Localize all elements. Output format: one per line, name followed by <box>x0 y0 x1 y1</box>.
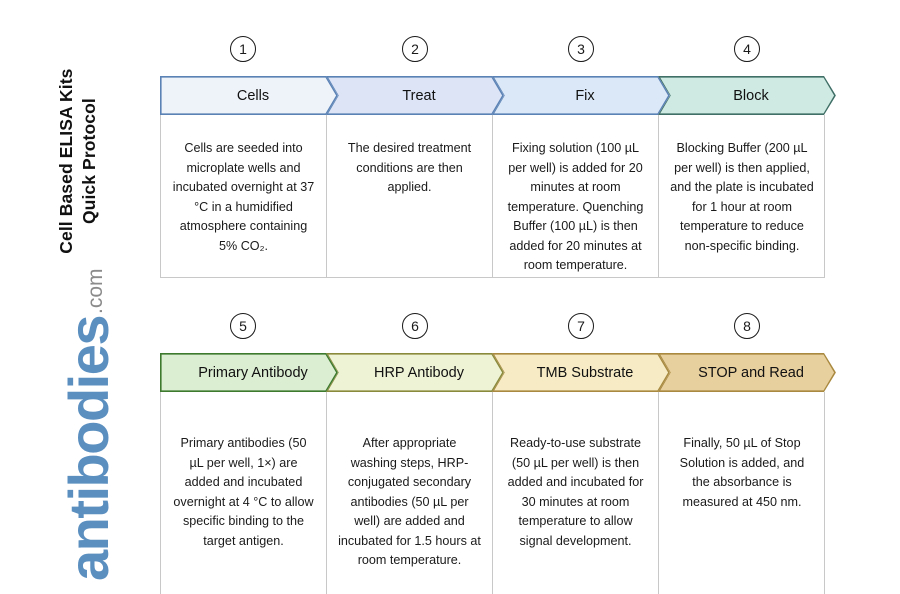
page-title-text: Cell Based ELISA Kits Quick Protocol <box>55 68 99 254</box>
step-body-text: Cells are seeded into microplate wells a… <box>172 141 315 253</box>
step-number-badge: 8 <box>734 313 760 339</box>
step-number-badge: 6 <box>402 313 428 339</box>
step-number-text: 2 <box>411 41 419 57</box>
step-header-1[interactable]: Cells <box>160 76 338 115</box>
brand-logo-suffix: .com <box>84 268 107 314</box>
step-header-5[interactable]: Primary Antibody <box>160 353 338 392</box>
step-number-badge: 7 <box>568 313 594 339</box>
step-body-group-bottom: Primary antibodies (50 µL per well, 1×) … <box>160 392 825 594</box>
step-header-label: TMB Substrate <box>536 364 634 381</box>
brand-logo-word: antibodies <box>57 315 121 581</box>
step-body-text: The desired treatment conditions are the… <box>347 141 472 195</box>
step-header-label: Treat <box>402 87 436 104</box>
step-body-text: Finally, 50 µL of Stop Solution is added… <box>679 436 805 509</box>
step-number-text: 1 <box>239 41 247 57</box>
step-number-text: 7 <box>577 318 585 334</box>
step-number-badge: 4 <box>734 36 760 62</box>
step-body-2: The desired treatment conditions are the… <box>327 115 493 277</box>
step-body-4: Blocking Buffer (200 µL per well) is the… <box>659 115 825 277</box>
protocol-row-bottom: 5 6 7 8 Primary Antibody HRP Antibody TMB Sub… <box>160 313 850 594</box>
protocol-row-top: 1 2 3 4 Cells Treat Fix Block Cells are seeded… <box>160 36 850 278</box>
step-number-text: 8 <box>743 318 751 334</box>
step-header-4[interactable]: Block <box>658 76 836 115</box>
step-header-label: Primary Antibody <box>198 364 308 381</box>
step-body-group-top: Cells are seeded into microplate wells a… <box>160 115 825 278</box>
step-header-label: Block <box>733 87 769 104</box>
step-header-label: Fix <box>575 87 595 104</box>
step-number-text: 4 <box>743 41 751 57</box>
step-number-group-bottom: 5 6 7 8 <box>160 313 825 353</box>
step-body-text: Ready-to-use substrate (50 µL per well) … <box>507 436 644 548</box>
brand-logo: antibodies .com <box>51 268 121 581</box>
step-header-6[interactable]: HRP Antibody <box>326 353 504 392</box>
step-number-text: 3 <box>577 41 585 57</box>
step-header-label: STOP and Read <box>698 364 804 381</box>
step-header-label: HRP Antibody <box>373 364 464 381</box>
step-number-text: 6 <box>411 318 419 334</box>
step-body-7: Ready-to-use substrate (50 µL per well) … <box>493 392 659 594</box>
step-header-group-top: Cells Treat Fix Block <box>160 76 850 115</box>
step-number-text: 5 <box>239 318 247 334</box>
step-number-group-top: 1 2 3 4 <box>160 36 825 76</box>
step-body-1: Cells are seeded into microplate wells a… <box>161 115 327 277</box>
step-body-6: After appropriate washing steps, HRP-con… <box>327 392 493 594</box>
step-body-text: Blocking Buffer (200 µL per well) is the… <box>670 141 814 253</box>
step-number-badge: 3 <box>568 36 594 62</box>
step-number-badge: 2 <box>402 36 428 62</box>
step-body-text: Fixing solution (100 µL per well) is add… <box>507 141 644 273</box>
step-body-8: Finally, 50 µL of Stop Solution is added… <box>659 392 825 594</box>
step-body-text: Primary antibodies (50 µL per well, 1×) … <box>173 436 314 548</box>
step-header-3[interactable]: Fix <box>492 76 670 115</box>
step-body-text: After appropriate washing steps, HRP-con… <box>338 436 481 568</box>
step-body-5: Primary antibodies (50 µL per well, 1×) … <box>161 392 327 594</box>
step-header-8[interactable]: STOP and Read <box>658 353 836 392</box>
step-header-label: Cells <box>236 87 270 104</box>
page-title: Cell Based ELISA Kits Quick Protocol <box>55 31 101 291</box>
step-body-3: Fixing solution (100 µL per well) is add… <box>493 115 659 277</box>
step-header-7[interactable]: TMB Substrate <box>492 353 670 392</box>
step-header-2[interactable]: Treat <box>326 76 504 115</box>
step-number-badge: 1 <box>230 36 256 62</box>
step-number-badge: 5 <box>230 313 256 339</box>
step-header-group-bottom: Primary Antibody HRP Antibody TMB Substrat… <box>160 353 850 392</box>
